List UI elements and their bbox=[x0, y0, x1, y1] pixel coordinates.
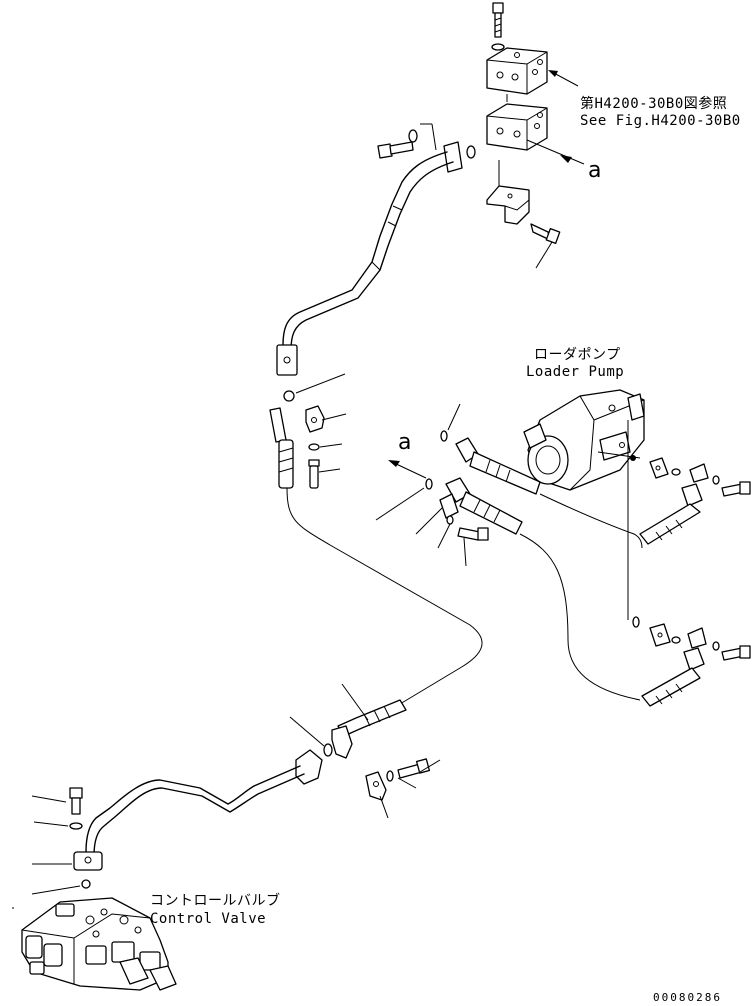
hose-route-pump-lower bbox=[519, 533, 641, 701]
hose-route-left bbox=[286, 487, 483, 705]
leader-bolt-pump-b bbox=[463, 537, 467, 567]
flange-right-upper bbox=[649, 457, 669, 479]
o-ring-mid bbox=[283, 390, 295, 402]
washer-right-lower bbox=[712, 641, 720, 651]
control-valve bbox=[12, 897, 177, 991]
leader-bracket-bolt bbox=[535, 241, 553, 269]
split-flange-center bbox=[365, 771, 387, 801]
o-ring-right-upper bbox=[671, 468, 681, 476]
lower-steel-tube bbox=[73, 749, 323, 871]
o-ring-pump-b bbox=[425, 478, 433, 490]
o-ring-pump-a bbox=[440, 430, 448, 442]
reference-arrow bbox=[548, 70, 579, 87]
bolt-mid bbox=[308, 459, 320, 489]
callout-letter-top: a bbox=[588, 158, 602, 183]
bolt-center bbox=[397, 758, 431, 779]
split-flange-right-lower bbox=[687, 627, 707, 649]
leader-o-ring-pump-b bbox=[375, 487, 425, 521]
callout-letter-mid: a bbox=[398, 430, 412, 455]
pump-hose-lower bbox=[445, 477, 523, 535]
bolt-right-lower bbox=[721, 645, 751, 661]
washer-mid bbox=[308, 443, 320, 451]
o-ring-right-lower bbox=[671, 636, 681, 644]
mounting-bracket bbox=[486, 160, 530, 225]
o-ring-right-lower-a bbox=[632, 616, 640, 628]
top-bolt bbox=[492, 2, 504, 38]
washer-pump-b bbox=[446, 515, 454, 525]
leader-washer-center bbox=[397, 777, 417, 789]
washer-cv bbox=[69, 822, 83, 830]
leader-o-ring-cv bbox=[31, 885, 81, 895]
control-valve-label-jp: コントロールバルブ bbox=[150, 893, 281, 909]
washer-top bbox=[408, 129, 418, 143]
callout-arrow-mid bbox=[388, 460, 427, 479]
leader-split-flange bbox=[321, 413, 347, 421]
upper-valve-block bbox=[486, 47, 548, 95]
split-flange-right-upper bbox=[689, 463, 709, 483]
washer-center bbox=[386, 770, 394, 782]
leader-o-ring-pump-a bbox=[447, 403, 461, 431]
split-flange-mid bbox=[305, 405, 325, 433]
leader-o-ring-center bbox=[289, 716, 325, 747]
leader-bolt-cv bbox=[31, 795, 67, 803]
upper-steel-tube bbox=[276, 141, 463, 376]
o-ring-cv bbox=[81, 879, 91, 889]
reference-label-jp: 第H4200-30B0図参照 bbox=[580, 96, 728, 112]
o-ring-center bbox=[323, 743, 333, 757]
left-hose-upper bbox=[269, 407, 294, 489]
bolt-control-valve bbox=[69, 787, 83, 815]
pump-plug bbox=[630, 455, 636, 461]
reference-label-en: See Fig.H4200-30B0 bbox=[580, 113, 741, 129]
bolt-right-upper bbox=[721, 481, 751, 497]
leader-washer-cv bbox=[33, 821, 69, 827]
leader-washer-top-b bbox=[431, 123, 437, 151]
loader-pump-label-jp: ローダポンプ bbox=[534, 347, 621, 363]
leader-o-ring-mid bbox=[295, 373, 346, 394]
leader-bolt-center bbox=[419, 759, 441, 773]
leader-split-flange-pump-b bbox=[415, 507, 443, 535]
document-number: 00080286 bbox=[653, 991, 722, 1004]
leader-washer-mid bbox=[319, 443, 343, 448]
callout-arrow-top bbox=[526, 139, 585, 165]
hose-route-pump-upper bbox=[539, 493, 643, 549]
flange-bolt-top bbox=[377, 141, 414, 159]
lower-valve-block bbox=[486, 103, 548, 151]
loader-pump bbox=[523, 389, 645, 491]
hose-right-upper bbox=[639, 483, 703, 545]
top-washer bbox=[491, 43, 505, 51]
bolt-pump-b bbox=[457, 527, 489, 541]
control-valve-label-en: Control Valve bbox=[150, 911, 267, 927]
pump-hose-upper bbox=[455, 437, 541, 495]
leader-bolt-mid bbox=[318, 468, 341, 473]
leader-split-flange-center bbox=[379, 795, 389, 819]
o-ring-top bbox=[466, 145, 476, 159]
washer-right-upper bbox=[712, 475, 720, 485]
loader-pump-label-en: Loader Pump bbox=[526, 364, 625, 380]
hose-right-lower bbox=[641, 647, 705, 707]
leader-washer-pump-b bbox=[437, 523, 451, 549]
middle-hose bbox=[331, 699, 407, 759]
split-flange-pump-b bbox=[439, 493, 459, 519]
bracket-bolt bbox=[530, 223, 561, 244]
flange-right-lower bbox=[649, 623, 671, 647]
leader-middle-hose bbox=[341, 683, 369, 721]
